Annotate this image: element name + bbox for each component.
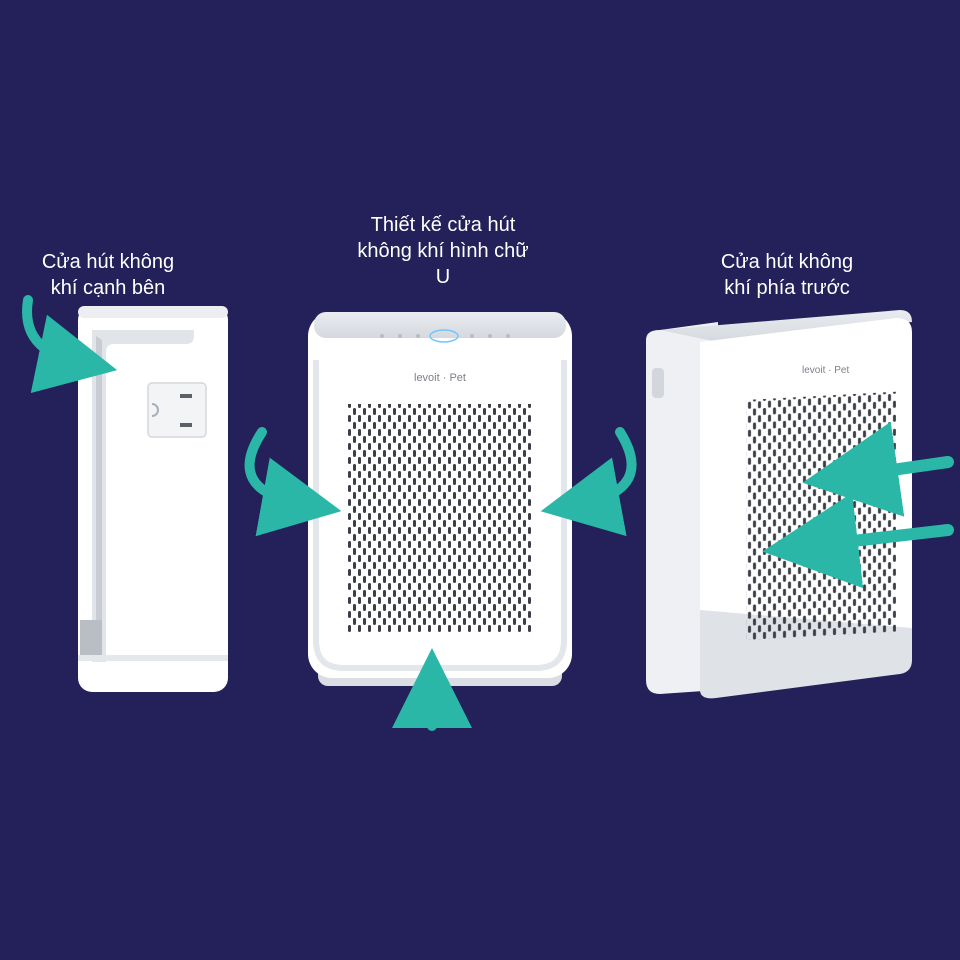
- purifier-side-view: [22, 295, 228, 692]
- airflow-arrow-icon: [22, 295, 118, 394]
- brand-logo: levoit · Pet: [414, 372, 466, 384]
- brand-logo: levoit · Pet: [802, 365, 849, 376]
- airflow-arrow-icon: [244, 427, 342, 537]
- caption-u-shape-design: Thiết kế cửa hút không khí hình chữ U: [357, 214, 529, 288]
- airflow-arrow-icon: [540, 427, 637, 537]
- caption-front-intake: Cửa hút không khí phía trước: [720, 251, 854, 299]
- outlet-icon: [147, 382, 207, 438]
- control-panel-icon: [429, 329, 459, 343]
- airflow-arrow-icon: [762, 492, 954, 589]
- airflow-arrow-icon: [802, 421, 954, 517]
- purifier-front-view: levoit · Pet: [244, 312, 637, 731]
- caption-side-intake: Cửa hút không khí cạnh bên: [41, 251, 175, 299]
- purifier-angled-view: levoit · Pet: [646, 310, 954, 699]
